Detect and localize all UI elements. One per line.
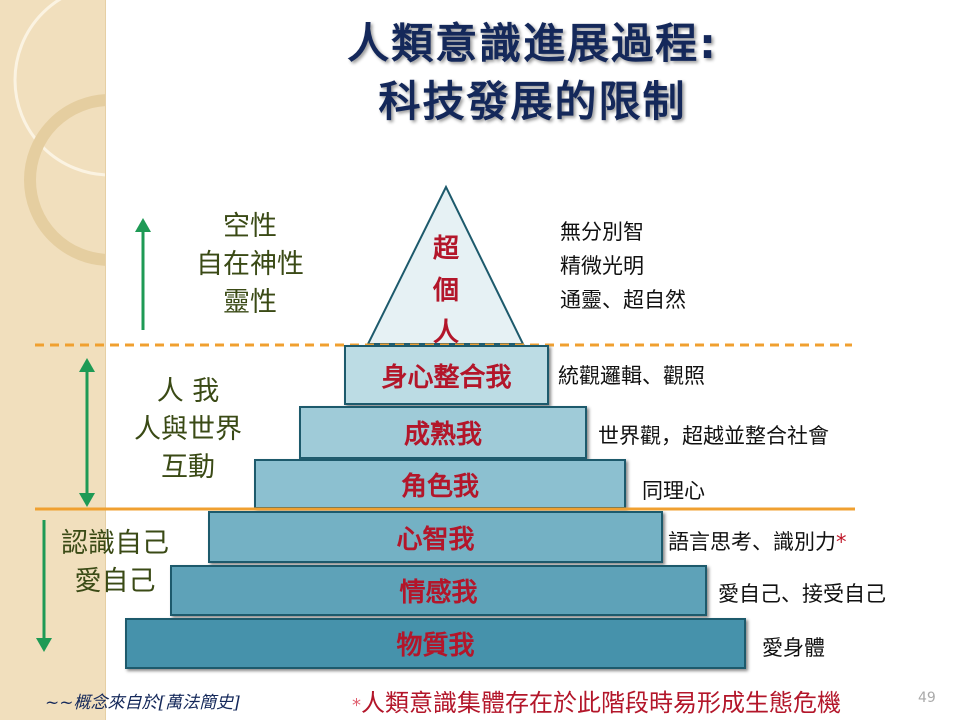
- down-arrow-icon: [36, 638, 52, 652]
- layer-material: 物質我: [125, 618, 746, 669]
- star-mark: *: [836, 530, 847, 554]
- layer-mature: 成熟我: [299, 406, 587, 459]
- star-mark: *: [352, 695, 361, 716]
- layer-desc-text: 語言思考、識別力: [668, 530, 836, 554]
- apex-desc-line: 無分別智: [560, 220, 644, 244]
- left-label-middle: 人 我 人與世界 互動: [108, 373, 268, 487]
- left-label-line: 靈性: [223, 287, 277, 318]
- left-label-line: 人 我: [156, 376, 220, 407]
- apex-char: 人: [432, 318, 459, 348]
- title-line-1: 人類意識進展過程:: [347, 19, 718, 68]
- apex-char: 個: [432, 276, 459, 306]
- layer-desc: 語言思考、識別力*: [668, 526, 847, 556]
- layer-desc: 愛自己、接受自己: [718, 582, 886, 606]
- left-label-line: 認識自己: [61, 528, 169, 559]
- layer-emotion: 情感我: [170, 565, 707, 616]
- left-label-top: 空性 自在神性 靈性: [170, 208, 330, 322]
- source-note: ~~概念來自於[萬法簡史]: [45, 693, 240, 713]
- left-label-line: 互動: [161, 452, 215, 483]
- apex-desc-line: 通靈、超自然: [560, 288, 686, 312]
- layer-desc: 統觀邏輯、觀照: [558, 364, 705, 388]
- layer-desc: 愛身體: [762, 636, 825, 660]
- layer-body-mind: 身心整合我: [344, 345, 549, 405]
- apex-char: 超: [432, 234, 459, 264]
- layer-mind: 心智我: [208, 511, 663, 563]
- apex-label: 超 個 人: [430, 228, 462, 354]
- left-label-line: 自在神性: [196, 249, 304, 280]
- layer-role: 角色我: [254, 459, 626, 509]
- left-label-line: 人與世界: [134, 414, 242, 445]
- apex-desc-line: 精微光明: [560, 254, 644, 278]
- apex-desc: 無分別智 精微光明 通靈、超自然: [560, 215, 686, 317]
- footer-note: *人類意識集體存在於此階段時易形成生態危機: [352, 683, 841, 718]
- left-label-line: 愛自己: [74, 566, 156, 597]
- double-arrow-icon: [79, 358, 95, 372]
- left-label-line: 空性: [223, 211, 277, 242]
- left-label-bottom: 認識自己 愛自己: [40, 525, 190, 601]
- page-number: 49: [918, 690, 936, 706]
- layer-desc: 同理心: [642, 479, 705, 503]
- title-line-2: 科技發展的限制: [378, 77, 687, 126]
- layer-desc: 世界觀，超越並整合社會: [598, 424, 829, 448]
- footer-note-text: 人類意識集體存在於此階段時易形成生態危機: [361, 689, 841, 717]
